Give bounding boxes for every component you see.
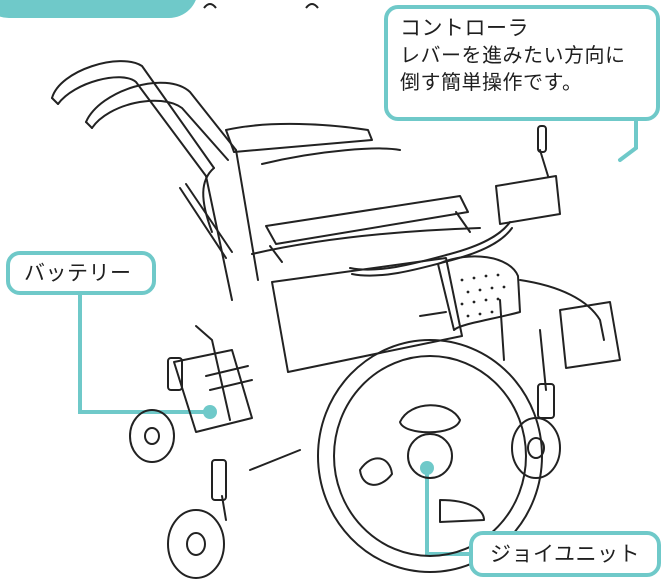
joy-unit-label: ジョイユニット [489, 542, 641, 566]
controller-description-line-2: 倒す簡単操作です。 [400, 70, 583, 94]
leader-lines [78, 119, 638, 556]
leader-dots [203, 405, 434, 475]
controller-callout: コントローラ レバーを進みたい方向に 倒す簡単操作です。 [384, 5, 660, 121]
controller-title: コントローラ [400, 16, 529, 40]
header-badge [0, 0, 319, 18]
wheelchair-line-art [51, 60, 621, 579]
controller-description-line-1: レバーを進みたい方向に [400, 43, 626, 67]
mesh-panel-dots [460, 273, 506, 318]
joy-unit-callout: ジョイユニット [469, 531, 661, 577]
battery-callout: バッテリー [6, 251, 156, 295]
battery-label: バッテリー [24, 261, 132, 285]
